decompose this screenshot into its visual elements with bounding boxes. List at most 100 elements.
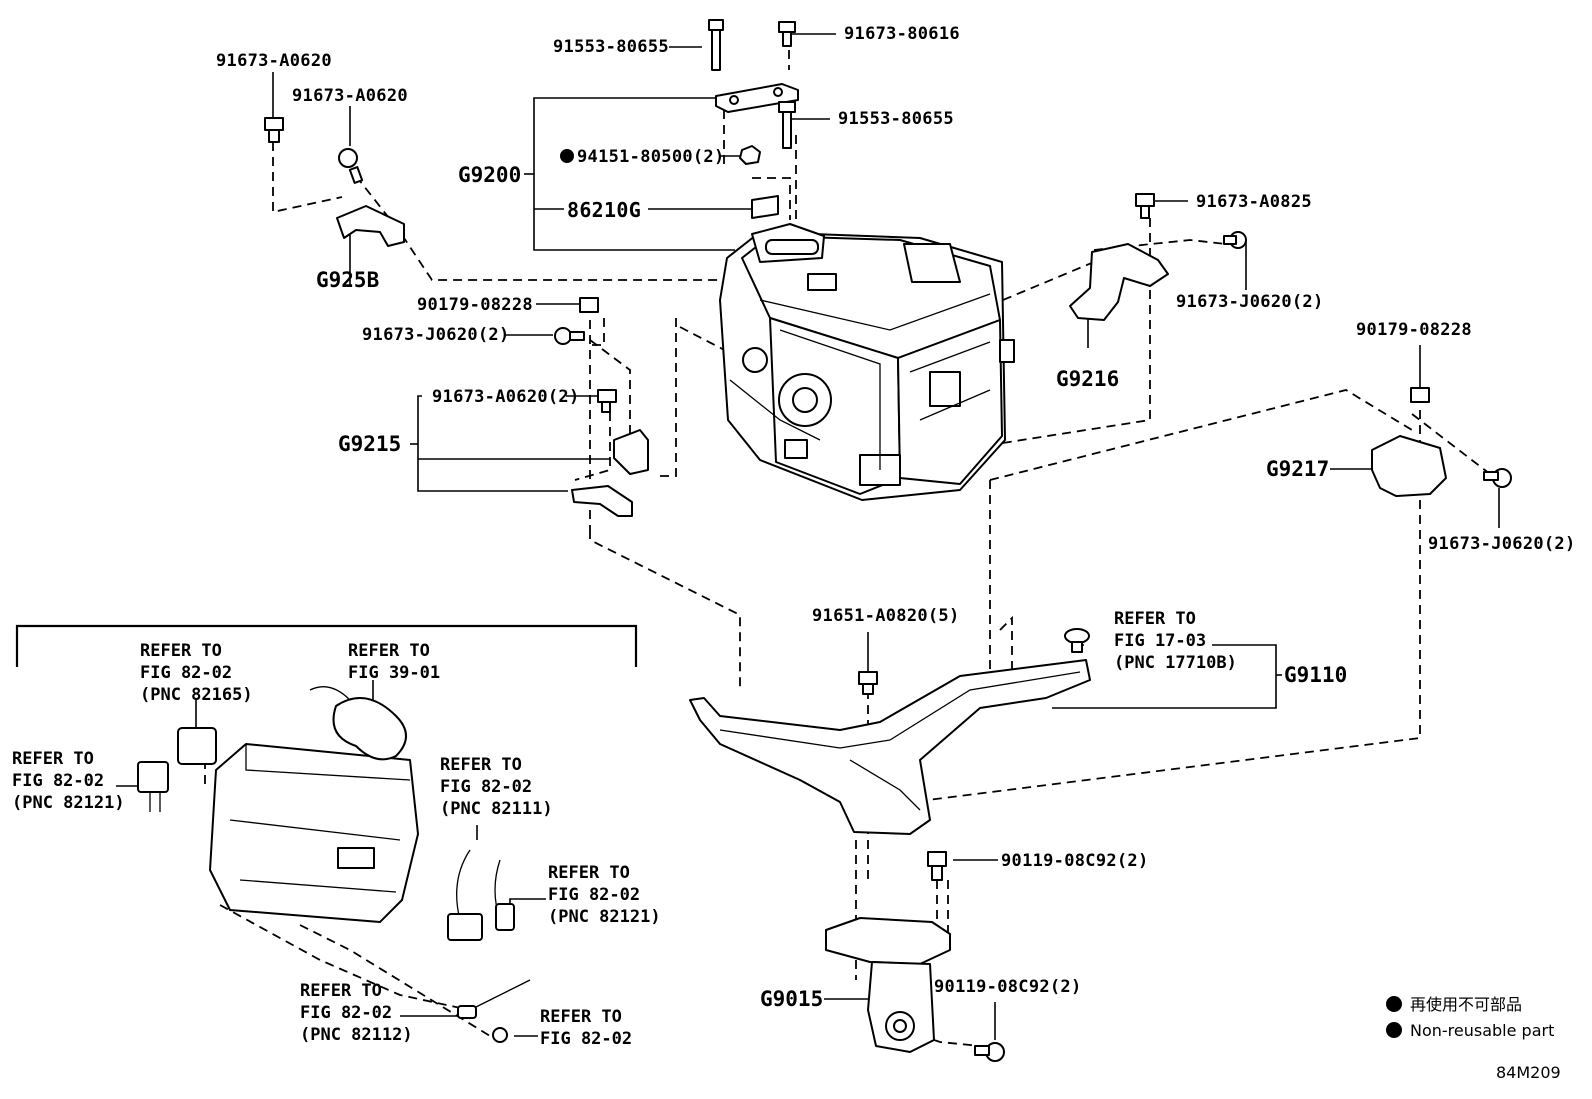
label-91673-A0620-b: 91673-A0620 bbox=[292, 86, 408, 106]
svg-text:FIG 82-02: FIG 82-02 bbox=[540, 1029, 632, 1049]
svg-text:(PNC 82121): (PNC 82121) bbox=[548, 907, 661, 927]
legend-japanese: 再使用不可部品 bbox=[1410, 995, 1522, 1014]
bolt-91651-A0820 bbox=[858, 671, 878, 695]
legend-bullet-jp bbox=[1386, 996, 1402, 1012]
ref-fig-82-02: REFER TO FIG 82-02 bbox=[540, 1007, 632, 1049]
ref-pnc-82112: REFER TO FIG 82-02 (PNC 82112) bbox=[300, 981, 413, 1045]
bracket-G9216 bbox=[1069, 243, 1169, 321]
svg-text:(PNC 17710B): (PNC 17710B) bbox=[1114, 653, 1237, 673]
svg-text:FIG 82-02: FIG 82-02 bbox=[440, 777, 532, 797]
brackets bbox=[336, 205, 1447, 1053]
bracket-G9217 bbox=[1371, 435, 1447, 497]
label-91673-J0620-c: 91673-J0620(2) bbox=[1428, 534, 1576, 554]
svg-text:FIG 17-03: FIG 17-03 bbox=[1114, 631, 1206, 651]
ref-pnc-82121-right: REFER TO FIG 82-02 (PNC 82121) bbox=[548, 863, 661, 927]
bracket-G9215-upper bbox=[613, 429, 649, 475]
connector-82111 bbox=[447, 913, 483, 941]
bolt-91673-J0620-c bbox=[1483, 468, 1512, 488]
ref-pnc-82111: REFER TO FIG 82-02 (PNC 82111) bbox=[440, 755, 553, 819]
legend-bullet-en bbox=[1386, 1022, 1402, 1038]
lower-left-kit bbox=[137, 686, 531, 1019]
connector-82112 bbox=[457, 1005, 477, 1019]
reference-notes: REFER TO FIG 17-03 (PNC 17710B) REFER TO… bbox=[12, 609, 1237, 1049]
svg-text:(PNC 82111): (PNC 82111) bbox=[440, 799, 553, 819]
nut-90179-08228-a bbox=[579, 297, 599, 313]
ref-pnc-82121-left: REFER TO FIG 82-02 (PNC 82121) bbox=[12, 749, 125, 813]
label-90179-08228-a: 90179-08228 bbox=[417, 295, 533, 315]
nut-fig-82-02 bbox=[492, 1027, 508, 1043]
bolt-91673-A0825 bbox=[1135, 193, 1155, 219]
mount-G9015-body bbox=[867, 961, 935, 1053]
label-G9215: G9215 bbox=[338, 432, 401, 456]
svg-text:REFER TO: REFER TO bbox=[348, 641, 430, 661]
legend-english: Non-reusable part bbox=[1410, 1021, 1554, 1040]
label-G9216: G9216 bbox=[1056, 367, 1119, 391]
bolt-91673-A0620-2 bbox=[597, 389, 617, 413]
label-91673-A0620-a: 91673-A0620 bbox=[216, 51, 332, 71]
svg-text:(PNC 82121): (PNC 82121) bbox=[12, 793, 125, 813]
connector-82121-right bbox=[495, 903, 515, 931]
bolt-91673-A0620-b bbox=[338, 148, 364, 184]
svg-text:(PNC 82165): (PNC 82165) bbox=[140, 685, 253, 705]
bolt-91673-80616 bbox=[778, 21, 796, 47]
non-reusable-marker-94151 bbox=[560, 149, 574, 163]
label-91553-80655-b: 91553-80655 bbox=[838, 109, 954, 129]
svg-text:FIG 82-02: FIG 82-02 bbox=[12, 771, 104, 791]
connector-82165 bbox=[177, 727, 217, 765]
inverter-assembly bbox=[719, 223, 1015, 501]
mount-G9015-top bbox=[825, 917, 951, 965]
label-91673-A0825: 91673-A0825 bbox=[1196, 192, 1312, 212]
label-91673-J0620-b: 91673-J0620(2) bbox=[362, 325, 510, 345]
label-G9015: G9015 bbox=[760, 987, 823, 1011]
nut-94151-80500 bbox=[739, 145, 761, 165]
label-86210G: 86210G bbox=[567, 198, 641, 222]
nut-90179-08228-b bbox=[1410, 387, 1430, 403]
label-G925B: G925B bbox=[316, 268, 379, 292]
bolt-91673-A0620-a bbox=[264, 117, 284, 143]
label-91553-80655-a: 91553-80655 bbox=[553, 37, 669, 57]
svg-text:REFER TO: REFER TO bbox=[440, 755, 522, 775]
bolt-91553-80655-top bbox=[708, 19, 724, 71]
svg-text:REFER TO: REFER TO bbox=[140, 641, 222, 661]
svg-text:(PNC 82112): (PNC 82112) bbox=[300, 1025, 413, 1045]
illustration-code: 84M209 bbox=[1496, 1063, 1561, 1082]
svg-text:REFER TO: REFER TO bbox=[300, 981, 382, 1001]
svg-text:FIG 82-02: FIG 82-02 bbox=[300, 1003, 392, 1023]
svg-text:FIG 39-01: FIG 39-01 bbox=[348, 663, 440, 683]
svg-text:REFER TO: REFER TO bbox=[548, 863, 630, 883]
bolt-90119-08C92-b bbox=[974, 1042, 1005, 1062]
bolt-91673-J0620-a bbox=[1223, 231, 1247, 249]
bracket-G925B bbox=[336, 205, 405, 247]
label-90119-08C92-b: 90119-08C92(2) bbox=[934, 977, 1082, 997]
label-91651-A0820: 91651-A0820(5) bbox=[812, 606, 960, 626]
ref-fig-17-03: REFER TO FIG 17-03 (PNC 17710B) bbox=[1114, 609, 1237, 673]
ref-fig-39-01: REFER TO FIG 39-01 bbox=[348, 641, 440, 683]
bolt-90119-08C92-a bbox=[927, 851, 947, 881]
bolt-91553-80655-mid bbox=[778, 101, 796, 149]
label-91673-J0620-a: 91673-J0620(2) bbox=[1176, 292, 1324, 312]
label-G9217: G9217 bbox=[1266, 457, 1329, 481]
bolts bbox=[264, 19, 1512, 1062]
label-91673-80616: 91673-80616 bbox=[844, 24, 960, 44]
label-94151-80500: 94151-80500(2) bbox=[577, 147, 725, 167]
crossmember-G9110 bbox=[689, 659, 1091, 835]
clip-17710B bbox=[1064, 628, 1090, 653]
part-labels: 91673-A0620 91673-A0620 91553-80655 9167… bbox=[216, 24, 1576, 997]
connector-82121-left bbox=[137, 761, 169, 793]
bolt-91673-J0620-b bbox=[554, 327, 585, 345]
label-91673-A0620-2: 91673-A0620(2) bbox=[432, 387, 580, 407]
legend: 再使用不可部品 Non-reusable part bbox=[1386, 995, 1554, 1040]
label-90119-08C92-a: 90119-08C92(2) bbox=[1001, 851, 1149, 871]
label-90179-08228-b: 90179-08228 bbox=[1356, 320, 1472, 340]
svg-text:REFER TO: REFER TO bbox=[1114, 609, 1196, 629]
group-labels: G9200 G925B G9216 G9215 G9217 G9110 G901… bbox=[316, 163, 1347, 1011]
label-G9200: G9200 bbox=[458, 163, 521, 187]
dashed-guide-lines bbox=[204, 50, 1491, 1048]
svg-text:FIG 82-02: FIG 82-02 bbox=[548, 885, 640, 905]
svg-text:REFER TO: REFER TO bbox=[540, 1007, 622, 1027]
ref-pnc-82165: REFER TO FIG 82-02 (PNC 82165) bbox=[140, 641, 253, 705]
label-G9110: G9110 bbox=[1284, 663, 1347, 687]
svg-text:REFER TO: REFER TO bbox=[12, 749, 94, 769]
top-plate-86210G bbox=[715, 83, 799, 219]
